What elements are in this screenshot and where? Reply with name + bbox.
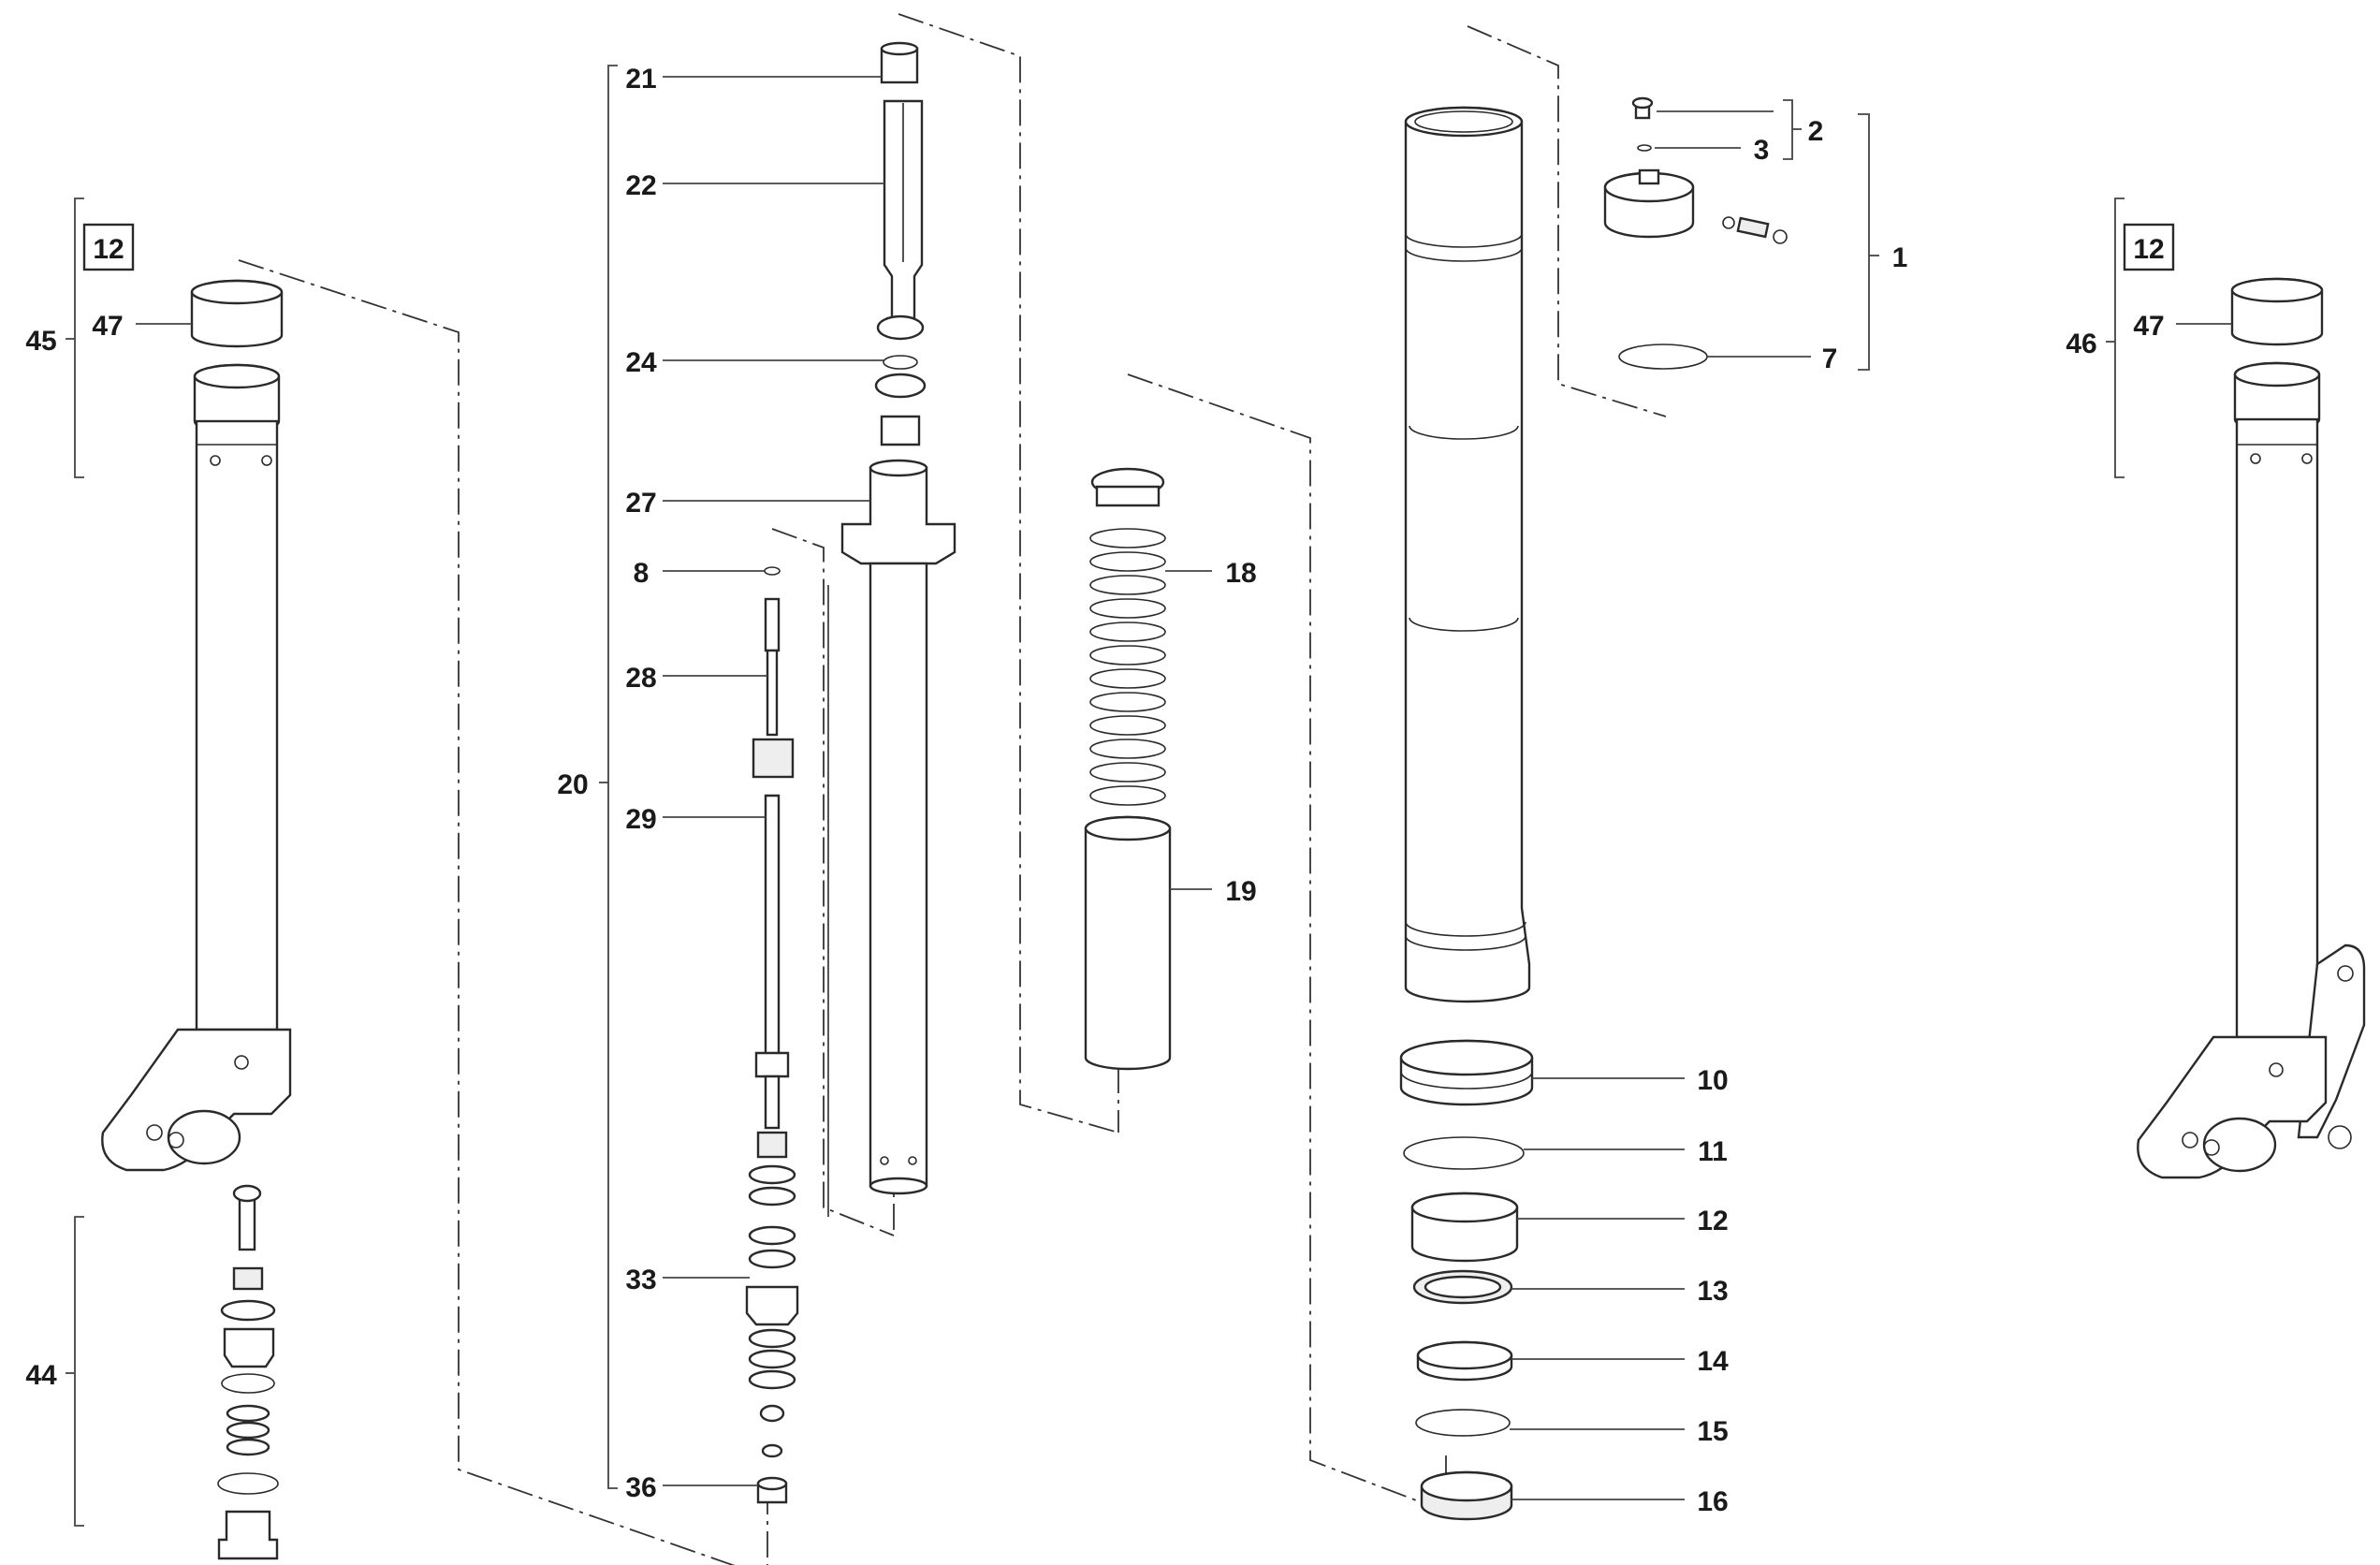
callout-1: 1	[1892, 242, 1908, 273]
callout-10: 10	[1697, 1065, 1728, 1096]
callout-12: 12	[1697, 1206, 1728, 1236]
damper-rod-assembly	[745, 566, 799, 1504]
callout-29: 29	[625, 804, 656, 835]
callout-44: 44	[25, 1360, 57, 1391]
ref-box-left	[82, 223, 135, 271]
callout-11: 11	[1698, 1136, 1728, 1167]
callout-7: 7	[1822, 344, 1838, 374]
callout-16: 16	[1697, 1486, 1728, 1517]
seal-bushing-stack	[1399, 1039, 1534, 1521]
callout-12-box-right: 12	[2133, 234, 2164, 265]
leader-lines	[66, 65, 2232, 1527]
callout-24: 24	[625, 347, 657, 378]
callout-20: 20	[557, 769, 588, 800]
spring-and-spacer	[1084, 467, 1172, 1071]
callout-14: 14	[1697, 1346, 1729, 1377]
callout-47-right: 47	[2133, 311, 2164, 342]
callout-33: 33	[625, 1265, 656, 1295]
callout-47-left: 47	[92, 311, 123, 342]
callout-18: 18	[1225, 558, 1256, 589]
assembly-guide-lines	[238, 13, 1667, 1565]
callout-46: 46	[2066, 329, 2096, 359]
fork-cap-parts	[1603, 96, 1788, 370]
fork-upper-tube	[1404, 106, 1531, 1003]
left-fork-leg	[101, 279, 292, 1172]
callout-45: 45	[25, 326, 56, 357]
callout-28: 28	[625, 663, 656, 694]
left-bottom-valve-stack	[217, 1184, 279, 1560]
callout-21: 21	[625, 64, 656, 95]
callout-27: 27	[625, 488, 656, 519]
callout-22: 22	[625, 170, 656, 201]
callout-8: 8	[634, 558, 650, 589]
ref-box-right	[2123, 223, 2175, 271]
callout-36: 36	[625, 1472, 656, 1503]
callout-19: 19	[1225, 876, 1256, 907]
callout-2: 2	[1808, 116, 1824, 147]
callout-labels: 12 45 47 44 20 21 22 24 27 8 28 29 33 36…	[25, 64, 2164, 1517]
right-fork-leg	[2137, 277, 2366, 1179]
callout-12-box-left: 12	[93, 234, 124, 265]
callout-13: 13	[1697, 1276, 1728, 1307]
callout-15: 15	[1697, 1416, 1728, 1447]
cartridge-parts	[827, 41, 956, 1217]
callout-3: 3	[1754, 135, 1770, 166]
